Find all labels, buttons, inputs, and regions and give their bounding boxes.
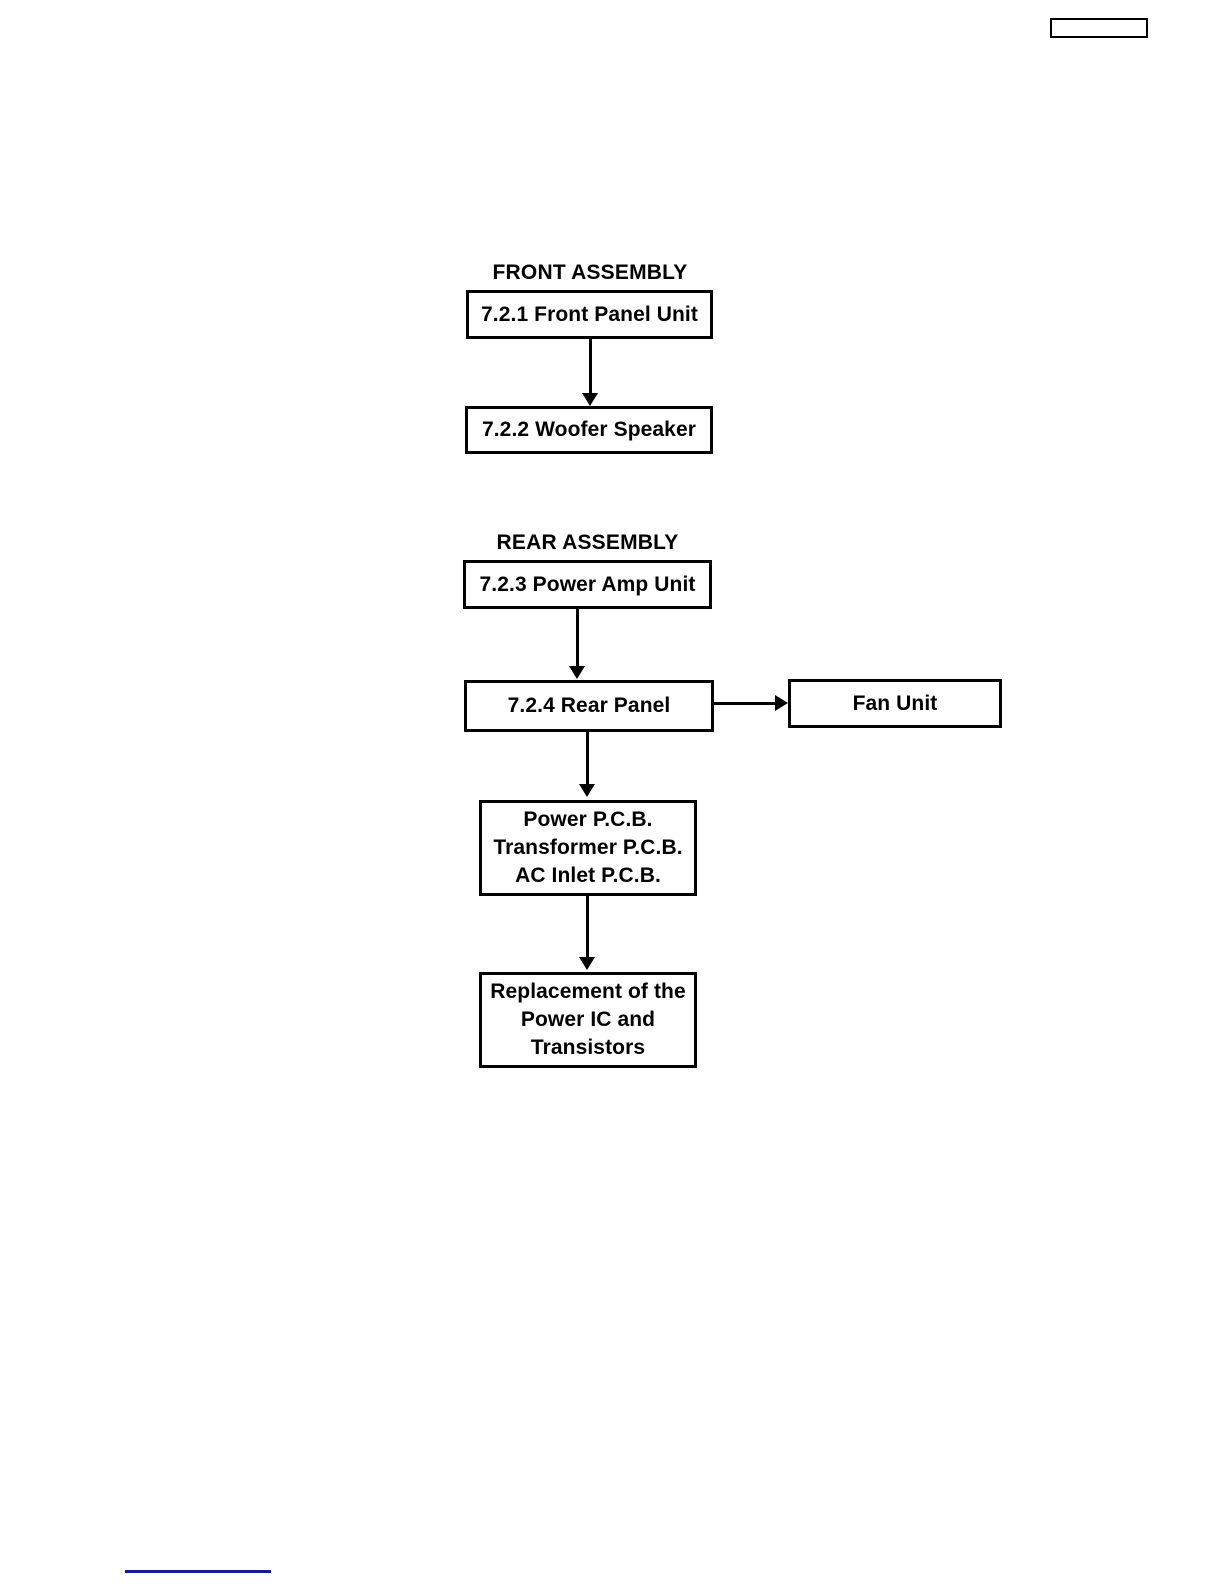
header-blank-box xyxy=(1050,18,1148,38)
connector-rear-panel-to-fan-unit xyxy=(714,702,776,705)
arrowhead-front-panel-to-woofer xyxy=(582,393,598,406)
flow-node-rear-panel[interactable]: 7.2.4 Rear Panel xyxy=(464,680,714,732)
section-heading-front-assembly: FRONT ASSEMBLY xyxy=(492,261,688,284)
arrowhead-rear-panel-to-fan-unit xyxy=(775,695,788,711)
footer-rule xyxy=(125,1570,271,1573)
flow-node-label: 7.2.2 Woofer Speaker xyxy=(481,418,697,442)
connector-front-panel-to-woofer xyxy=(589,339,592,396)
arrowhead-power-amp-to-rear-panel xyxy=(569,666,585,679)
flow-node-pcb-group[interactable]: Power P.C.B. Transformer P.C.B. AC Inlet… xyxy=(479,800,697,896)
flow-node-woofer-speaker[interactable]: 7.2.2 Woofer Speaker xyxy=(465,406,713,454)
flow-node-front-panel-unit[interactable]: 7.2.1 Front Panel Unit xyxy=(466,290,713,339)
section-heading-rear-assembly: REAR ASSEMBLY xyxy=(496,531,679,554)
connector-rear-panel-to-pcb-group xyxy=(586,732,589,786)
flow-node-fan-unit[interactable]: Fan Unit xyxy=(788,679,1002,728)
connector-power-amp-to-rear-panel xyxy=(576,609,579,669)
flow-node-label: 7.2.1 Front Panel Unit xyxy=(481,302,698,326)
flow-node-replacement[interactable]: Replacement of the Power IC and Transist… xyxy=(479,972,697,1068)
flow-node-label: Power P.C.B. Transformer P.C.B. AC Inlet… xyxy=(493,808,683,887)
flow-node-label: 7.2.3 Power Amp Unit xyxy=(479,572,696,596)
flow-node-power-amp-unit[interactable]: 7.2.3 Power Amp Unit xyxy=(463,560,712,609)
arrowhead-pcb-group-to-replacement xyxy=(579,957,595,970)
flow-node-label: Fan Unit xyxy=(852,691,938,715)
arrowhead-rear-panel-to-pcb-group xyxy=(579,784,595,797)
flow-node-label: Replacement of the Power IC and Transist… xyxy=(490,980,686,1059)
connector-pcb-group-to-replacement xyxy=(586,896,589,960)
flow-node-label: 7.2.4 Rear Panel xyxy=(507,694,671,718)
